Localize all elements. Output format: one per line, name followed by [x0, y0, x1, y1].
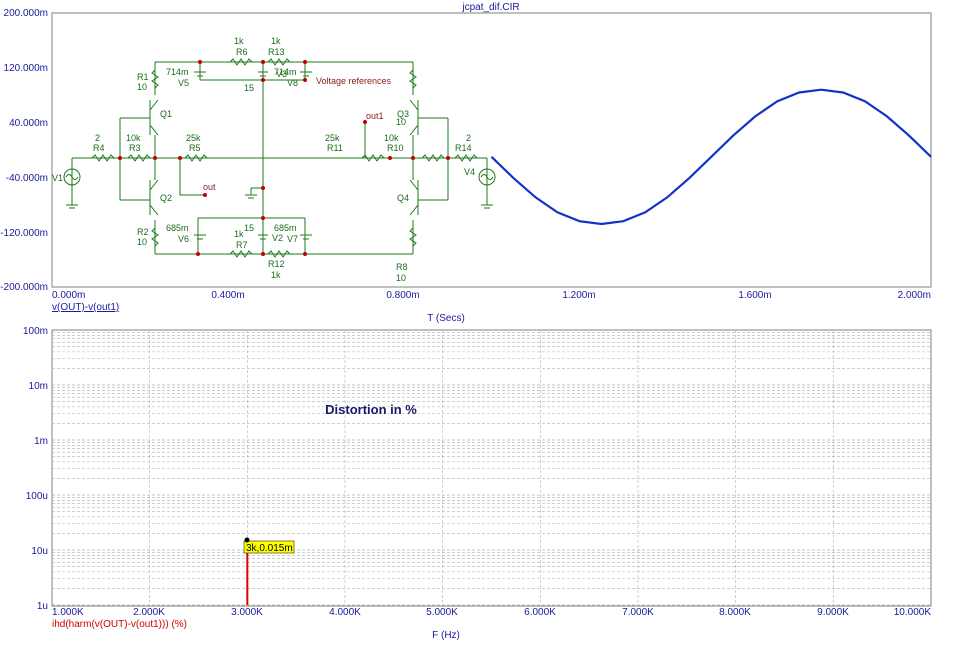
- y-tick-label: 100u: [26, 491, 48, 502]
- distortion-x-ticks: 1.000K 2.000K 3.000K 4.000K 5.000K 6.000…: [52, 607, 931, 618]
- svg-text:Voltage references: Voltage references: [316, 76, 392, 86]
- x-tick-label: 9.000K: [817, 607, 849, 618]
- transient-x-ticks: 0.000m 0.400m 0.800m 1.200m 1.600m 2.000…: [52, 290, 931, 301]
- svg-text:685m: 685m: [274, 223, 297, 233]
- svg-text:V2: V2: [272, 233, 283, 243]
- x-tick-label: 3.000K: [231, 607, 263, 618]
- y-tick-label: -120.000m: [0, 228, 48, 239]
- svg-text:25k: 25k: [325, 133, 340, 143]
- svg-text:Q1: Q1: [160, 109, 172, 119]
- distortion-y-ticks: 100m 10m 1m 100u 10u 1u: [23, 326, 48, 612]
- x-tick-label: 10.000K: [894, 607, 932, 618]
- circuit-schematic: R1 10 Q1 Q2 R2 10 2 R4 10k R3 25k R5 1k …: [52, 36, 496, 283]
- svg-text:R5: R5: [189, 143, 201, 153]
- svg-text:10: 10: [137, 82, 147, 92]
- svg-text:R6: R6: [236, 47, 248, 57]
- y-tick-label: -40.000m: [6, 173, 48, 184]
- svg-text:25k: 25k: [186, 133, 201, 143]
- series-line-v-out-minus-v-out1: [490, 88, 932, 226]
- svg-text:10: 10: [137, 237, 147, 247]
- x-tick-label: 2.000m: [898, 290, 931, 301]
- svg-text:R14: R14: [455, 143, 472, 153]
- svg-text:10k: 10k: [384, 133, 399, 143]
- svg-text:R13: R13: [268, 47, 285, 57]
- svg-text:V3: V3: [276, 69, 287, 79]
- svg-text:10: 10: [396, 273, 406, 283]
- window-title: jcpat_dif.CIR: [461, 2, 519, 13]
- svg-text:R7: R7: [236, 240, 248, 250]
- svg-text:1k: 1k: [271, 270, 281, 280]
- y-tick-label: 10m: [29, 381, 48, 392]
- y-tick-label: 200.000m: [4, 8, 48, 19]
- svg-text:R10: R10: [387, 143, 404, 153]
- svg-text:R11: R11: [327, 143, 343, 153]
- svg-text:V4: V4: [464, 167, 475, 177]
- transient-x-title: T (Secs): [427, 313, 465, 324]
- svg-text:R3: R3: [129, 143, 141, 153]
- svg-text:V8: V8: [287, 78, 298, 88]
- svg-text:V6: V6: [178, 234, 189, 244]
- svg-text:15: 15: [244, 223, 254, 233]
- x-tick-label: 0.400m: [211, 290, 244, 301]
- x-tick-label: 4.000K: [329, 607, 361, 618]
- x-tick-label: 0.800m: [386, 290, 419, 301]
- svg-text:2: 2: [466, 133, 471, 143]
- svg-text:R2: R2: [137, 227, 149, 237]
- svg-text:R12: R12: [268, 259, 285, 269]
- x-tick-label: 5.000K: [426, 607, 458, 618]
- svg-text:V5: V5: [178, 78, 189, 88]
- cursor-label-box: [243, 540, 295, 554]
- distortion-expression-label[interactable]: ihd(harm(v(OUT)-v(out1))) (%): [52, 619, 187, 630]
- cursor-marker[interactable]: [244, 537, 250, 543]
- svg-text:2: 2: [95, 133, 100, 143]
- y-tick-label: -200.000m: [0, 282, 48, 293]
- svg-text:685m: 685m: [166, 223, 189, 233]
- svg-text:V7: V7: [287, 234, 298, 244]
- y-tick-label: 40.000m: [9, 118, 48, 129]
- svg-text:R8: R8: [396, 262, 408, 272]
- svg-text:1k: 1k: [234, 229, 244, 239]
- y-tick-label: 1u: [37, 601, 48, 612]
- svg-text:R1: R1: [137, 72, 149, 82]
- x-tick-label: 6.000K: [524, 607, 556, 618]
- svg-text:714m: 714m: [166, 67, 189, 77]
- svg-text:V1: V1: [52, 173, 63, 183]
- x-tick-label: 7.000K: [622, 607, 654, 618]
- y-tick-label: 120.000m: [4, 63, 48, 74]
- x-tick-label: 1.600m: [738, 290, 771, 301]
- cursor-readout[interactable]: 3k,0.015m: [243, 537, 295, 555]
- svg-text:10k: 10k: [126, 133, 141, 143]
- distortion-x-title: F (Hz): [432, 630, 460, 641]
- distortion-annotation: Distortion in %: [325, 402, 417, 417]
- y-tick-label: 10u: [31, 546, 48, 557]
- x-tick-label: 8.000K: [719, 607, 751, 618]
- svg-text:15: 15: [244, 83, 254, 93]
- svg-text:out1: out1: [366, 111, 384, 121]
- svg-text:Q3: Q3: [397, 109, 409, 119]
- x-tick-label: 0.000m: [52, 290, 85, 301]
- x-tick-label: 2.000K: [133, 607, 165, 618]
- svg-text:1k: 1k: [234, 36, 244, 46]
- svg-text:1k: 1k: [271, 36, 281, 46]
- x-tick-label: 1.000K: [52, 607, 84, 618]
- svg-text:714m: 714m: [274, 67, 297, 77]
- y-tick-label: 100m: [23, 326, 48, 337]
- transient-expression-label[interactable]: v(OUT)-v(out1): [52, 302, 119, 313]
- svg-text:out: out: [203, 182, 216, 192]
- svg-text:R4: R4: [93, 143, 105, 153]
- cursor-label: 3k,0.015m: [246, 543, 293, 554]
- x-tick-label: 1.200m: [562, 290, 595, 301]
- svg-text:10: 10: [396, 117, 406, 127]
- svg-text:Q2: Q2: [160, 193, 172, 203]
- y-tick-label: 1m: [34, 436, 48, 447]
- svg-text:Q4: Q4: [397, 193, 409, 203]
- distortion-grid: [52, 330, 931, 606]
- transient-y-ticks: 200.000m 120.000m 40.000m -40.000m -120.…: [0, 8, 48, 293]
- transient-plot-frame[interactable]: [51, 12, 932, 288]
- distortion-plot-frame[interactable]: [51, 329, 932, 607]
